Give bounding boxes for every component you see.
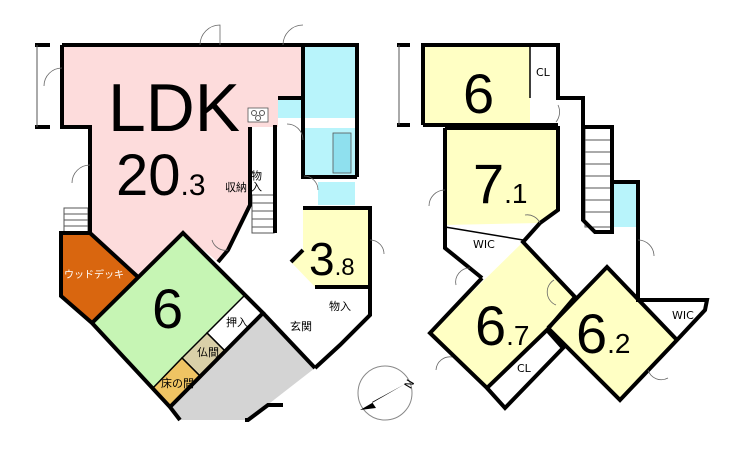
wood-deck-label: ウッドデッキ: [64, 268, 124, 281]
wood-deck: [61, 233, 138, 323]
walls-floor-2: [397, 43, 710, 411]
room-3-8: [291, 208, 370, 287]
oshiire-label: 押入: [226, 315, 248, 329]
cl-top-label: CL: [536, 66, 551, 79]
stairs-center: [251, 194, 275, 234]
shuno-label: 収納: [225, 181, 247, 194]
entrance-porch: [170, 313, 315, 420]
door-swings-floor-2: [428, 104, 669, 381]
room-3-8-size: 3.8: [309, 233, 355, 285]
butsuma-label: 仏間: [197, 346, 219, 359]
monoire-hall-label: 物入: [250, 169, 263, 192]
room-6-2: [548, 267, 677, 400]
room-7-1: [445, 128, 558, 225]
wic-left-label: WIC: [473, 238, 495, 251]
toilet-2f: [613, 182, 638, 227]
room-6-upper: [423, 45, 530, 125]
walls-floor-1: [35, 43, 372, 422]
cl-bottom-label: CL: [517, 362, 532, 375]
door-swings-floor-1: [43, 24, 385, 255]
monoire-entry-label: 物入: [329, 299, 351, 313]
room-6-7-size: 6.7: [475, 294, 530, 357]
stairs-left: [63, 207, 89, 233]
washitsu-room: [92, 233, 245, 389]
compass-icon: N: [357, 365, 417, 421]
floor-1: LDK 20.3 6 3.8 ウッドデッキ 押入 仏間 床の間 玄関 物入 物入…: [35, 24, 385, 422]
washitsu-size: 6: [152, 277, 183, 340]
tokonoma-label: 床の間: [161, 376, 194, 390]
toilet: [318, 182, 355, 205]
floor-2: 6 7.1 6.7 6.2 CL WIC CL WIC: [397, 43, 710, 411]
bathtub: [332, 132, 352, 174]
stairs-2f: [584, 126, 613, 228]
genkan-label: 玄関: [290, 319, 312, 333]
room-6-2-size: 6.2: [576, 302, 631, 365]
room-6-upper-size: 6: [463, 62, 494, 125]
wic-right-label: WIC: [672, 309, 694, 322]
ldk-size: 20.3: [116, 143, 206, 208]
room-7-1-size: 7.1: [473, 152, 528, 215]
ldk-label: LDK: [108, 70, 240, 146]
room-6-7: [430, 242, 575, 388]
stove-icon: [247, 107, 269, 123]
